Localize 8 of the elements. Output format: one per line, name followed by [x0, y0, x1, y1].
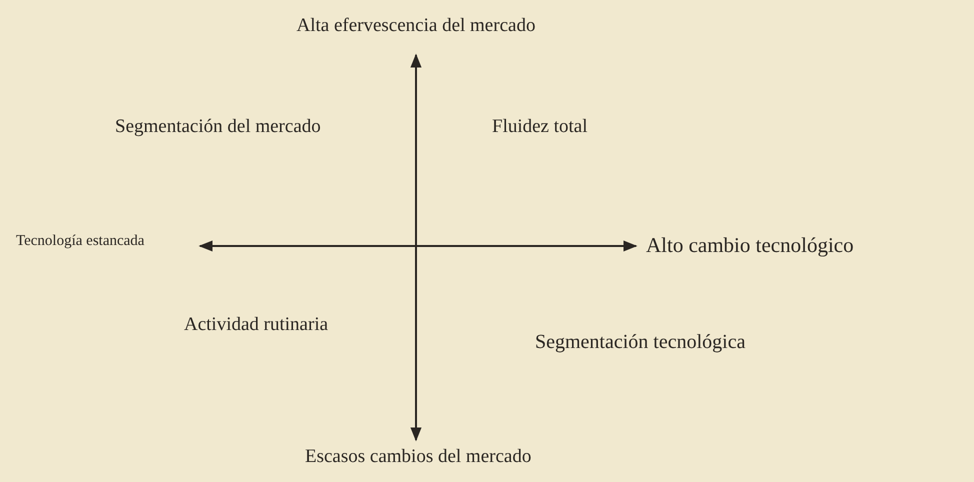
- quadrant-label: Segmentación tecnológica: [535, 331, 746, 353]
- quadrant-label: Segmentación del mercado: [115, 117, 321, 138]
- axis-label: Tecnología estancada: [16, 233, 144, 250]
- axis-label: Alto cambio tecnológico: [646, 234, 854, 258]
- quadrant-label: Actividad rutinaria: [184, 315, 328, 336]
- axis-label: Alta efervescencia del mercado: [296, 16, 536, 37]
- axis-label: Escasos cambios del mercado: [305, 447, 532, 468]
- quadrant-label: Fluidez total: [492, 117, 588, 138]
